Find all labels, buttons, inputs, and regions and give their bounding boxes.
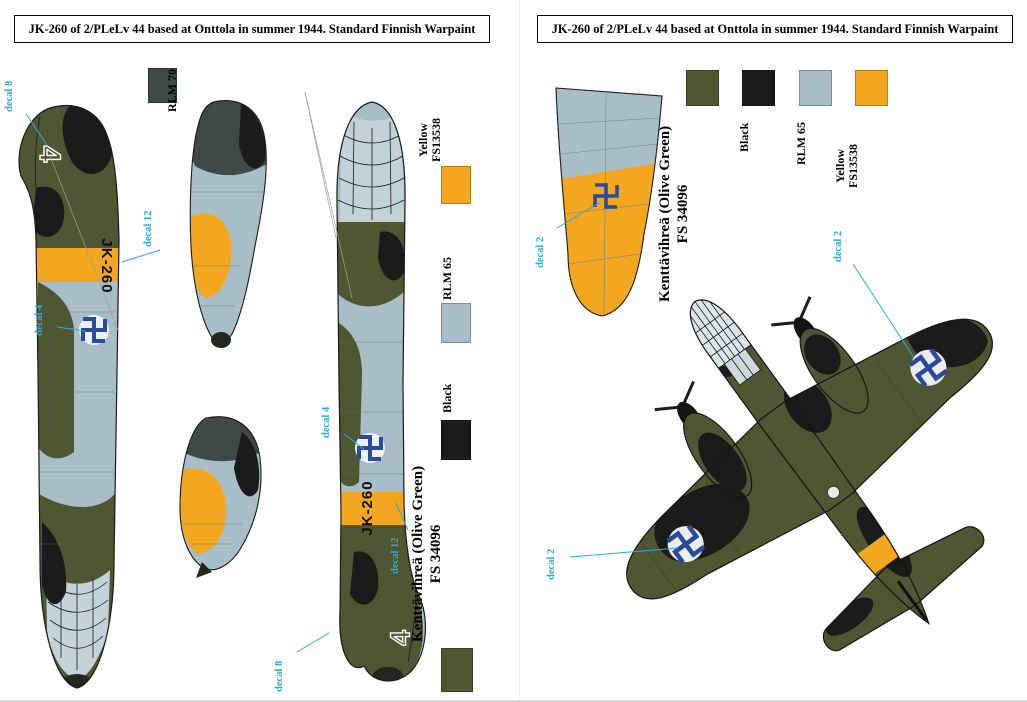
swatch-label-rlm65: RLM 65 (440, 257, 454, 300)
tail-fin (896, 580, 928, 622)
callout-decal-8: decal 8 (4, 80, 15, 112)
finnish-insignia-decal (79, 315, 109, 345)
tail-number: 4 (33, 146, 66, 163)
callout-decal-2-wing: decal 2 (535, 236, 546, 268)
nacelle-profile-lower (179, 416, 262, 578)
left-title-text: JK-260 of 2/PLeLv 44 based at Onttola in… (28, 21, 476, 36)
callout-decal-4: decal 4 (34, 304, 45, 336)
swatch-olive (441, 648, 473, 692)
aircraft-code: JK-260 (98, 238, 115, 293)
tail-number: 4 (384, 630, 415, 646)
side-profile-nose-down: 4 JK-260 (18, 104, 120, 689)
swatch-rlm65-r (799, 70, 832, 106)
finnish-insignia-decal (355, 433, 385, 463)
swatch-label-yellow-r: Yellow FS13538 (833, 143, 860, 188)
swatch-rlm65 (441, 303, 471, 343)
swatch-black (441, 420, 471, 460)
finnish-insignia-decal (908, 348, 948, 388)
callout-decal-12-b: decal 12 (390, 537, 401, 574)
swatch-label-olive-r: Kenttävihreä (Olive Green) FS 34096 (656, 126, 692, 302)
swatch-label-olive-r-line2: FS 34096 (675, 184, 691, 244)
swatch-label-rlm65-r: RLM 65 (794, 122, 808, 165)
swatch-rlm70 (148, 68, 177, 103)
callout-decal-2-right-wing: decal 2 (833, 230, 844, 262)
right-title-box: JK-260 of 2/PLeLv 44 based at Onttola in… (537, 15, 1013, 43)
nacelle-camouflage-2 (180, 416, 262, 570)
callout-decal-2-left-wing: decal 2 (546, 548, 557, 580)
plan-top-view (595, 280, 1015, 662)
swatch-olive-r (686, 70, 719, 106)
right-title-text: JK-260 of 2/PLeLv 44 based at Onttola in… (551, 21, 999, 36)
swatch-label-black: Black (440, 383, 454, 413)
swatch-yellow (441, 166, 471, 204)
left-title-box: JK-260 of 2/PLeLv 44 based at Onttola in… (14, 15, 490, 43)
swatch-label-yellow-r-line2: FS13538 (846, 143, 860, 188)
swatch-label-yellow-line2: FS13538 (429, 117, 443, 162)
finnish-insignia-decal (593, 183, 619, 209)
swatch-label-olive-line1: Kenttävihreä (Olive Green) (410, 465, 426, 642)
wing-underside-view (555, 87, 663, 317)
swatch-label-olive-line2: FS 34096 (428, 524, 444, 584)
callout-decal-4-b: decal 4 (321, 406, 332, 438)
swatch-label-yellow: Yellow FS13538 (416, 117, 443, 162)
swatch-label-black-r: Black (737, 122, 751, 152)
swatch-yellow-r (855, 70, 888, 106)
swatch-black-r (742, 70, 775, 106)
swatch-label-rlm70: RLM 70 (165, 69, 179, 112)
swatch-label-olive-r-line1: Kenttävihreä (Olive Green) (657, 125, 673, 302)
callout-decal-12: decal 12 (143, 210, 154, 247)
wing-paint (556, 88, 662, 316)
plan-camouflage (595, 280, 1015, 662)
callout-decal-8-b: decal 8 (274, 660, 285, 692)
page-divider (519, 0, 520, 700)
swatch-label-olive: Kenttävihreä (Olive Green) FS 34096 (409, 466, 445, 642)
nacelle-profile-upper (189, 100, 267, 348)
fuselage-camouflage (19, 105, 120, 689)
aircraft-plan (595, 280, 1015, 662)
aircraft-code: JK-260 (359, 480, 376, 535)
